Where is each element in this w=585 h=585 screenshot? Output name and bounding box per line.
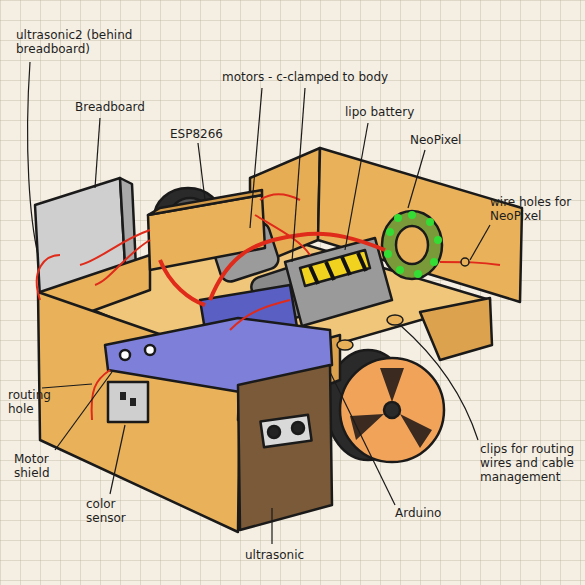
part-label: Motor shield (14, 452, 74, 480)
robot-body (35, 148, 522, 532)
part-label: color sensor (86, 497, 148, 525)
part-label: ESP8266 (170, 127, 223, 141)
neopixel-leds (384, 211, 442, 278)
part-label: Breadboard (75, 100, 145, 114)
wires (37, 194, 500, 420)
part-label: routing hole (8, 388, 63, 416)
part-label: wire holes for NeoPixel (490, 195, 578, 223)
part-label: motors - c-clamped to body (222, 70, 388, 84)
part-label: ultrasonic2 (behind breadboard) (16, 28, 166, 56)
part-label: lipo battery (345, 105, 414, 119)
part-label: NeoPixel (410, 133, 461, 147)
part-label: ultrasonic (245, 548, 304, 562)
cable-clips (337, 258, 469, 350)
part-label: clips for routing wires and cable manage… (480, 442, 576, 484)
part-label: Arduino (395, 506, 441, 520)
leader-lines (28, 62, 490, 544)
